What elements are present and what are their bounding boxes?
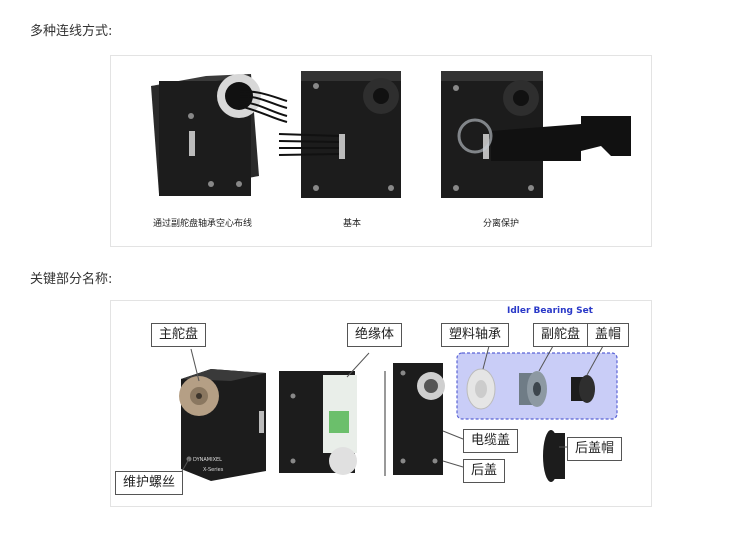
back-cover-part [393,363,445,475]
back-cap-part [543,430,565,482]
parts-image-panel: 主舵盘 绝缘体 塑料轴承 副舵盘 盖帽 Idler Bearing Set 电缆… [110,300,652,507]
label-back-cover: 后盖 [463,459,506,483]
label-plastic-bearing: 塑料轴承 [441,323,510,347]
servo-opened [279,371,386,476]
servo-basic-wiring [278,71,401,198]
section-title-parts: 关键部分名称: [30,272,113,287]
label-maintenance-screw: 维护螺丝 [115,471,184,495]
cap-part [571,375,595,403]
label-cable-cover: 电缆盖 [463,429,519,453]
label-idler-horn: 副舵盘 [533,323,589,347]
servo-logo-text: DYNAMIXEL [193,457,222,463]
section-title-wiring: 多种连线方式: [30,24,113,39]
wiring-image-panel: 通过副舵盘轴承空心布线 基本 分离保护 [110,55,652,247]
label-cap: 盖帽 [587,323,630,347]
wiring-illustration [151,71,631,198]
caption-hollow-wiring: 通过副舵盘轴承空心布线 [153,219,253,229]
idler-horn-part [519,371,547,407]
servo-series-text: X-Series [203,467,224,473]
parts-illustration [179,345,618,482]
label-main-horn: 主舵盘 [151,323,207,347]
servo-assembled [179,369,266,481]
servo-hollow-wiring [151,74,288,196]
servo-protected-wiring [441,71,631,198]
idler-set-title: Idler Bearing Set [507,306,593,316]
caption-protected-wiring: 分离保护 [483,219,520,229]
label-back-cap: 后盖帽 [567,437,623,461]
label-insulator: 绝缘体 [347,323,403,347]
caption-basic-wiring: 基本 [343,219,362,229]
